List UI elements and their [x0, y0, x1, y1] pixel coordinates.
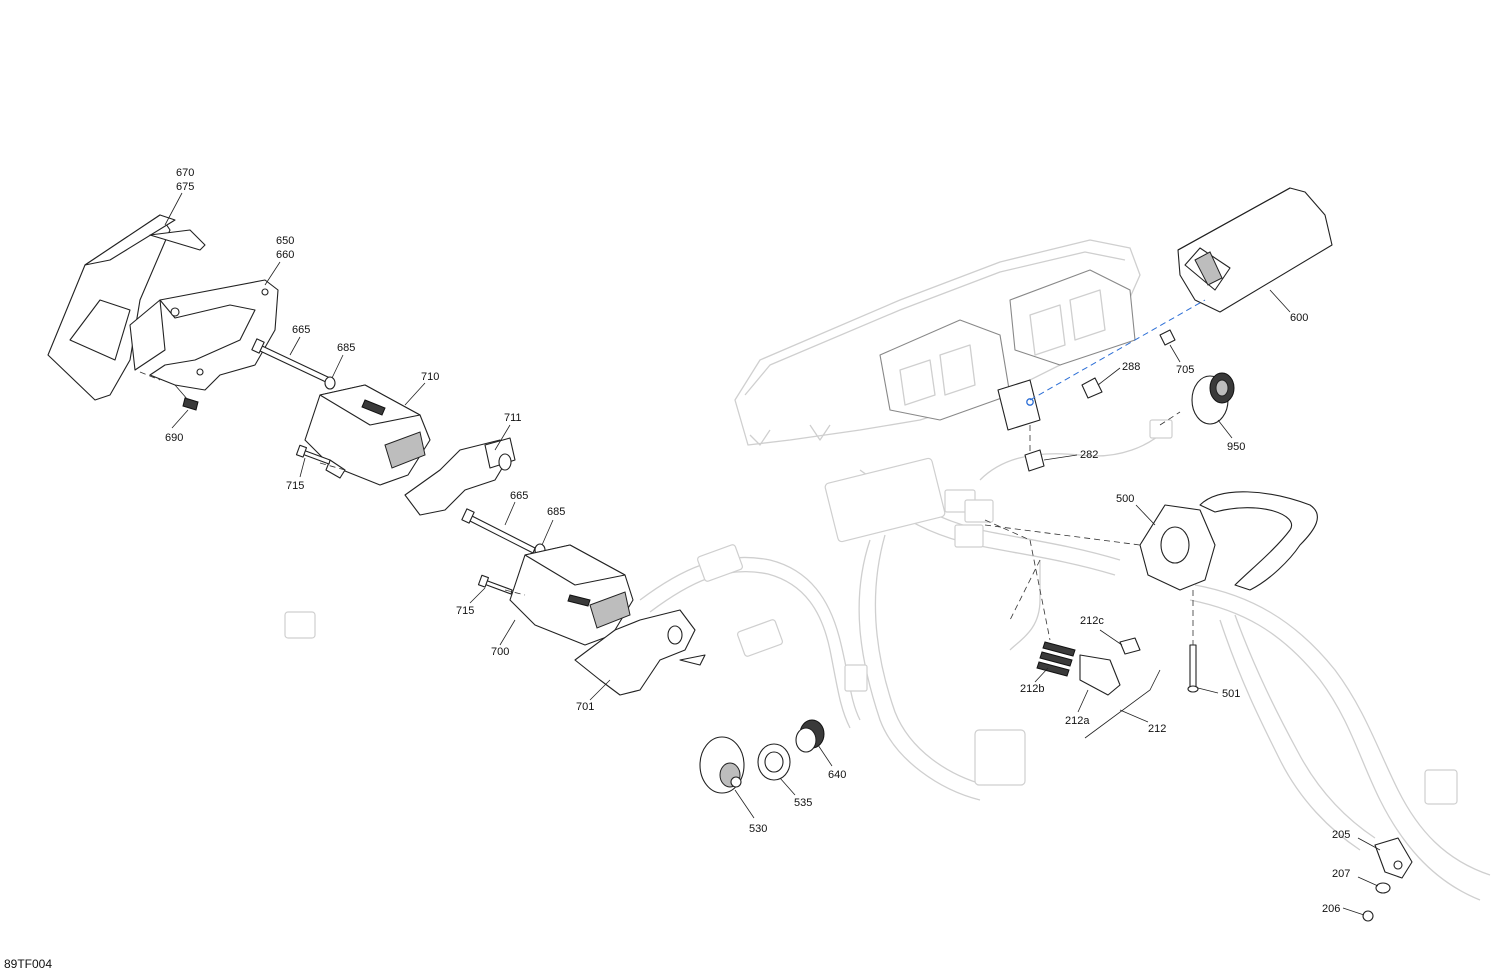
callout-labels: 670 675 650 660 665 685 690 710 711 715 …	[165, 167, 1350, 915]
callout-665-lower: 665	[510, 490, 528, 502]
callout-535: 535	[794, 797, 812, 809]
callout-705: 705	[1176, 364, 1194, 376]
callout-288: 288	[1122, 361, 1140, 373]
callout-715-lower: 715	[456, 605, 474, 617]
figure-reference: 89TF004	[4, 957, 52, 971]
part-288-clip[interactable]	[1081, 377, 1103, 399]
callout-205: 205	[1332, 829, 1350, 841]
part-640-cap[interactable]	[795, 719, 825, 753]
part-685-washer-upper[interactable]	[324, 376, 336, 390]
callout-212a: 212a	[1065, 715, 1090, 727]
callout-685-upper: 685	[337, 342, 355, 354]
callout-206: 206	[1322, 903, 1340, 915]
callout-212c: 212c	[1080, 615, 1104, 627]
callout-282: 282	[1080, 449, 1098, 461]
callout-665-upper: 665	[292, 324, 310, 336]
part-705-screw[interactable]	[1159, 329, 1176, 346]
leader-lines	[164, 192, 1381, 916]
callout-600: 600	[1290, 312, 1308, 324]
callout-640: 640	[828, 769, 846, 781]
part-206-screw[interactable]	[1362, 910, 1374, 922]
callout-675: 675	[176, 181, 194, 193]
part-710-module[interactable]	[304, 384, 431, 486]
background-harness-assembly	[284, 239, 1491, 901]
part-650-bracket[interactable]	[149, 279, 279, 391]
part-665-bolt-lower[interactable]	[461, 508, 536, 554]
part-212c-clip[interactable]	[1119, 637, 1141, 655]
part-282-connector[interactable]	[1024, 449, 1045, 472]
callout-690: 690	[165, 432, 183, 444]
callout-650: 650	[276, 235, 294, 247]
callout-685-lower: 685	[547, 506, 565, 518]
part-535-nut[interactable]	[757, 743, 791, 781]
callout-950: 950	[1227, 441, 1245, 453]
fuse-relay-block	[879, 269, 1136, 431]
part-715-screw-upper[interactable]	[295, 444, 331, 465]
callout-701: 701	[576, 701, 594, 713]
part-212a-housing[interactable]	[1079, 654, 1121, 696]
callout-500: 500	[1116, 493, 1134, 505]
part-670-housing[interactable]	[47, 214, 206, 401]
callout-711: 711	[504, 412, 522, 424]
part-530-socket[interactable]	[699, 736, 745, 794]
part-701-bracket[interactable]	[574, 609, 706, 696]
part-212b-terminals[interactable]	[1036, 641, 1076, 677]
part-207-washer[interactable]	[1375, 882, 1391, 894]
callout-212b: 212b	[1020, 683, 1044, 695]
part-690-screw[interactable]	[174, 384, 199, 411]
callout-700: 700	[491, 646, 509, 658]
part-715-screw-lower[interactable]	[477, 574, 513, 595]
part-711-bracket[interactable]	[404, 437, 516, 516]
part-600-cover[interactable]	[1177, 187, 1333, 313]
callout-710: 710	[421, 371, 439, 383]
part-501-screw[interactable]	[1187, 644, 1199, 693]
part-950-socket[interactable]	[1191, 372, 1235, 425]
callout-212: 212	[1148, 723, 1166, 735]
callout-501: 501	[1222, 688, 1240, 700]
callout-530: 530	[749, 823, 767, 835]
callout-207: 207	[1332, 868, 1350, 880]
assembly-dashed-lines	[139, 299, 1206, 645]
callout-660: 660	[276, 249, 294, 261]
part-500-switch[interactable]	[1139, 491, 1318, 591]
part-700-module[interactable]	[509, 544, 634, 646]
callout-715-upper: 715	[286, 480, 304, 492]
part-205-bracket[interactable]	[1374, 837, 1413, 879]
callout-670: 670	[176, 167, 194, 179]
